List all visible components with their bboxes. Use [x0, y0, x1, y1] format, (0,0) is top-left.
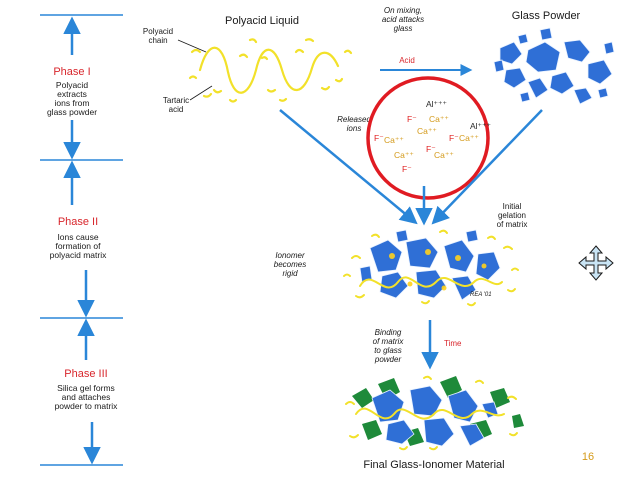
initial-gelation-label: gelation	[498, 211, 526, 220]
acid-mixing: On mixing, acid attacks glass Acid	[380, 6, 473, 76]
phase-3-title: Phase III	[64, 368, 107, 380]
ion-f: F⁻	[426, 144, 436, 154]
flow-arrow	[279, 109, 418, 225]
phase-2-line: formation of	[56, 241, 102, 251]
phase-3-line: powder to matrix	[55, 401, 119, 411]
time-label: Time	[444, 339, 462, 348]
final-material-cluster	[345, 375, 524, 451]
glass-particles-shape	[493, 27, 615, 105]
phase-1-line: ions from	[55, 98, 90, 108]
artist-credit: REA '01	[470, 292, 492, 298]
ion-ca: Ca⁺⁺	[417, 126, 437, 136]
ion-ca: Ca⁺⁺	[434, 150, 454, 160]
page-number: 16	[582, 451, 594, 463]
ionomer-rigid-label: Ionomer	[275, 251, 305, 260]
tartaric-acid-label: acid	[169, 105, 184, 114]
ion-ca: Ca⁺⁺	[459, 133, 479, 143]
phase-3-line: and attaches	[62, 392, 111, 402]
ion-f: F⁻	[402, 164, 412, 174]
move-cursor-icon[interactable]	[578, 245, 614, 281]
on-mixing-label: On mixing,	[384, 6, 422, 15]
initial-gelation-label: of matrix	[497, 220, 528, 229]
phase-2-title: Phase II	[58, 216, 98, 228]
phase-timeline: Phase I Polyacid extracts ions from glas…	[40, 14, 123, 466]
binding-label: Binding	[375, 328, 402, 337]
tartaric-acid-label: Tartaric	[163, 96, 189, 105]
phase-2-line: polyacid matrix	[50, 250, 107, 260]
released-ions: Released ions Al⁺⁺⁺ F⁻ Ca⁺⁺ Al⁺⁺⁺ Ca⁺⁺ F…	[337, 76, 492, 200]
ionomer-rigid-label: rigid	[282, 269, 298, 278]
binding-label: to glass	[374, 346, 402, 355]
released-ions-label: Released	[337, 115, 371, 124]
on-mixing-label: acid attacks	[382, 15, 424, 24]
polyacid-liquid: Polyacid Liquid Polyacid chain Tartaric …	[143, 15, 353, 114]
initial-gelation-label: Initial	[503, 202, 522, 211]
glass-powder-title: Glass Powder	[512, 10, 581, 22]
ion-ca: Ca⁺⁺	[429, 114, 449, 124]
ion-al: Al⁺⁺⁺	[426, 99, 448, 109]
polyacid-chain-label: chain	[148, 36, 167, 45]
glass-powder: Glass Powder	[493, 10, 615, 105]
ion-circle	[366, 76, 490, 200]
converging-arrows	[279, 109, 543, 226]
ionomer-rigid-label: becomes	[274, 260, 306, 269]
phase-1-line: glass powder	[47, 107, 97, 117]
on-mixing-label: glass	[394, 24, 413, 33]
flow-arrow	[431, 109, 543, 225]
gelation-cluster: REA '01	[343, 229, 519, 307]
polyacid-liquid-title: Polyacid Liquid	[225, 15, 299, 27]
phase-1-line: Polyacid	[56, 80, 88, 90]
phase-2-line: Ions cause	[57, 232, 98, 242]
ion-f: F⁻	[407, 114, 417, 124]
phase-1-title: Phase I	[53, 66, 90, 78]
binding-label: powder	[374, 355, 402, 364]
time-arrow-group: Binding of matrix to glass powder Time	[373, 320, 462, 370]
ion-ca: Ca⁺⁺	[394, 150, 414, 160]
final-material-title: Final Glass-Ionomer Material	[363, 459, 504, 471]
polyacid-chain-label: Polyacid	[143, 27, 173, 36]
acid-label: Acid	[399, 56, 415, 65]
ion-f: F⁻	[374, 133, 384, 143]
ion-ca: Ca⁺⁺	[384, 135, 404, 145]
polymer-chain-shape	[188, 38, 353, 103]
released-ions-label: ions	[347, 124, 362, 133]
ion-al: Al⁺⁺⁺	[470, 121, 492, 131]
ion-f: F⁻	[449, 133, 459, 143]
binding-label: of matrix	[373, 337, 405, 346]
phase-1-line: extracts	[57, 89, 87, 99]
phase-3-line: Silica gel forms	[57, 383, 115, 393]
